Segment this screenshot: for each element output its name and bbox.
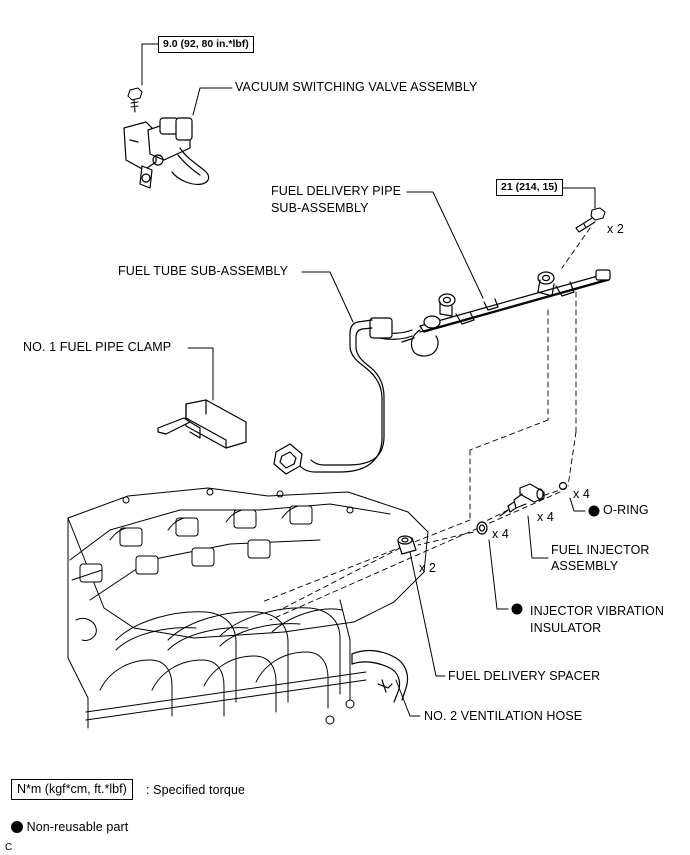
injector-quantity: x 4	[537, 510, 554, 524]
legend-torque-box: N*m (kgf*cm, ft.*lbf)	[11, 779, 133, 800]
fuel-delivery-pipe-icon	[401, 269, 611, 357]
vacuum-switching-valve-icon	[123, 117, 210, 189]
fuel-pipe-label-line1: FUEL DELIVERY PIPE	[271, 184, 402, 198]
fuel-delivery-spacer-icon	[397, 535, 417, 555]
spacer-label: FUEL DELIVERY SPACER	[448, 669, 601, 683]
fuel-tube-label: FUEL TUBE SUB-ASSEMBLY	[118, 264, 289, 278]
non-reusable-dot-icon	[11, 821, 23, 833]
hose-label: NO. 2 VENTILATION HOSE	[424, 709, 583, 723]
spacer-quantity: x 2	[419, 561, 436, 575]
insulator-label-line2: INSULATOR	[530, 621, 602, 635]
non-reusable-dots	[511, 505, 600, 615]
injector-label-line2: ASSEMBLY	[551, 559, 619, 573]
insulator-label-line1: INJECTOR VIBRATION	[530, 604, 664, 618]
fuel-pipe-clamp-icon	[157, 399, 247, 449]
legend-torque-text: : Specified torque	[146, 783, 246, 797]
fuel-injector-icon	[499, 483, 545, 517]
footer-code: C	[5, 842, 13, 853]
clamp-label: NO. 1 FUEL PIPE CLAMP	[23, 340, 172, 354]
pipe-bolt-torque: 21 (214, 15)	[496, 179, 563, 196]
fuel-pipe-bolt-icon	[575, 207, 606, 233]
vsv-bolt-torque: 9.0 (92, 80 in.*lbf)	[158, 36, 254, 53]
insulator-non-reusable-icon	[511, 603, 523, 615]
fuel-pipe-label-line2: SUB-ASSEMBLY	[271, 201, 369, 215]
vsv-label: VACUUM SWITCHING VALVE ASSEMBLY	[235, 80, 478, 94]
legend-non-reusable-text: Non-reusable part	[26, 820, 129, 834]
fuel-tube-icon	[273, 317, 413, 475]
oring-non-reusable-icon	[588, 505, 600, 517]
pipe-bolt-quantity: x 2	[607, 222, 624, 236]
alignment-lines	[261, 227, 591, 621]
engine-icon	[67, 487, 429, 729]
ventilation-hose-icon	[351, 649, 409, 703]
insulator-quantity: x 4	[492, 527, 509, 541]
legend-non-reusable: Non-reusable part	[11, 820, 128, 835]
injector-insulator-icon	[476, 521, 488, 535]
vsv-bolt-icon	[127, 87, 143, 113]
injector-label-line1: FUEL INJECTOR	[551, 543, 650, 557]
oring-label: O-RING	[603, 503, 649, 517]
oring-quantity: x 4	[573, 487, 590, 501]
o-ring-icon	[558, 481, 568, 491]
